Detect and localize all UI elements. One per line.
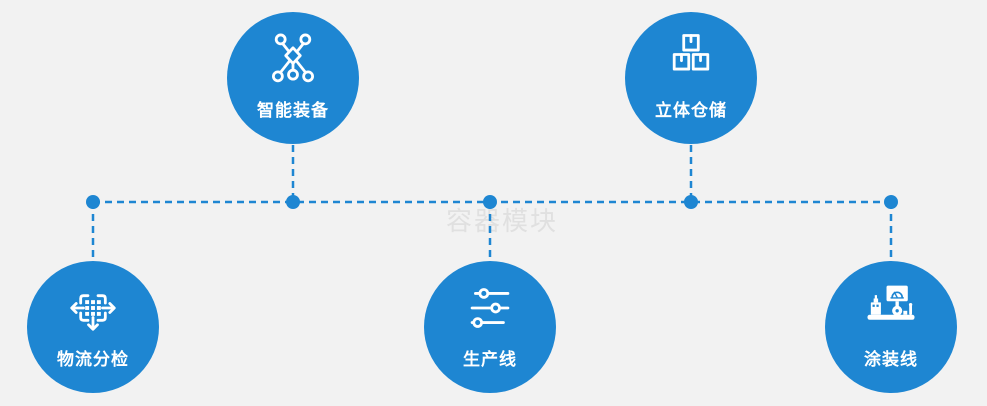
junction-dot [86, 195, 100, 209]
junction-dot [483, 195, 497, 209]
node-label: 涂装线 [864, 350, 918, 369]
sliders-icon [470, 288, 510, 328]
node-stereo-warehouse: 立体仓储 [625, 12, 757, 144]
node-label: 立体仓储 [655, 101, 727, 120]
junction-dot [684, 195, 698, 209]
node-label: 生产线 [463, 350, 517, 369]
node-production-line: 生产线 [424, 261, 556, 393]
node-logistics-sorting: 物流分检 [27, 261, 159, 393]
junction-dot [884, 195, 898, 209]
network-nodes-icon [272, 33, 314, 83]
control-station-icon [867, 285, 915, 320]
node-smart-equipment: 智能装备 [227, 12, 359, 144]
junction-dot [286, 195, 300, 209]
watermark: 容器模块 [446, 206, 559, 236]
node-coating-line: 涂装线 [825, 261, 957, 393]
sorting-crossroads-icon [70, 294, 116, 331]
node-label: 智能装备 [257, 101, 329, 120]
node-label: 物流分检 [57, 350, 129, 369]
stacked-boxes-icon [672, 34, 710, 71]
